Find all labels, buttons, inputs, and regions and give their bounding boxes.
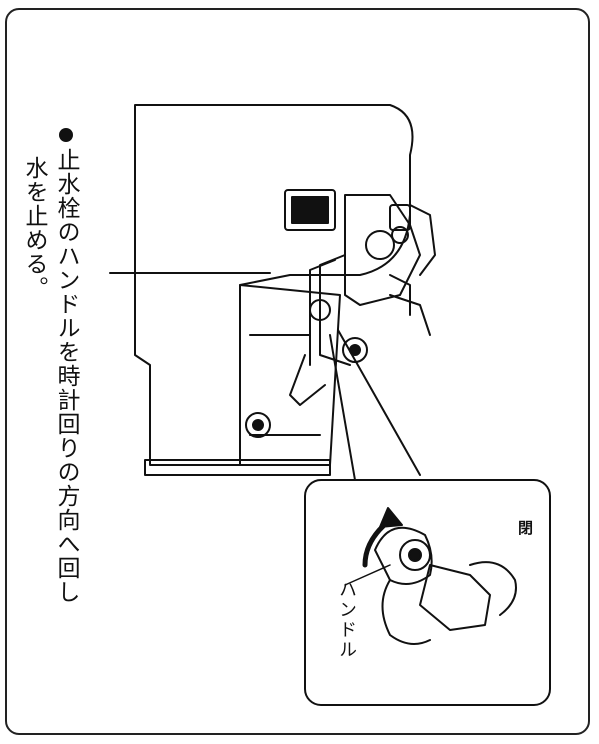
heater-body: [134, 104, 414, 466]
close-label: 閉: [516, 520, 534, 537]
panel-frame: [5, 8, 590, 735]
instruction-line-1: 止水栓のハンドルを時計回りの方向へ回し: [52, 128, 80, 604]
valve-handle-detail: [399, 539, 431, 571]
handle-label: ハンドル: [336, 580, 357, 660]
bullet-icon: [59, 128, 73, 142]
instruction-line-1-text: 止水栓のハンドルを時計回りの方向へ回し: [53, 148, 79, 604]
display-window: [284, 189, 336, 231]
callout-leader-1: [337, 329, 421, 476]
water-heater-illustration: [109, 104, 551, 706]
callout-box: [304, 479, 551, 706]
heater-side: [239, 284, 341, 466]
side-knob: [245, 412, 271, 438]
instruction-line-2: 水を止める。: [21, 156, 47, 300]
pipe-assembly: [344, 194, 421, 306]
callout-leader-2: [329, 334, 356, 481]
valve-body-detail: [374, 526, 433, 585]
